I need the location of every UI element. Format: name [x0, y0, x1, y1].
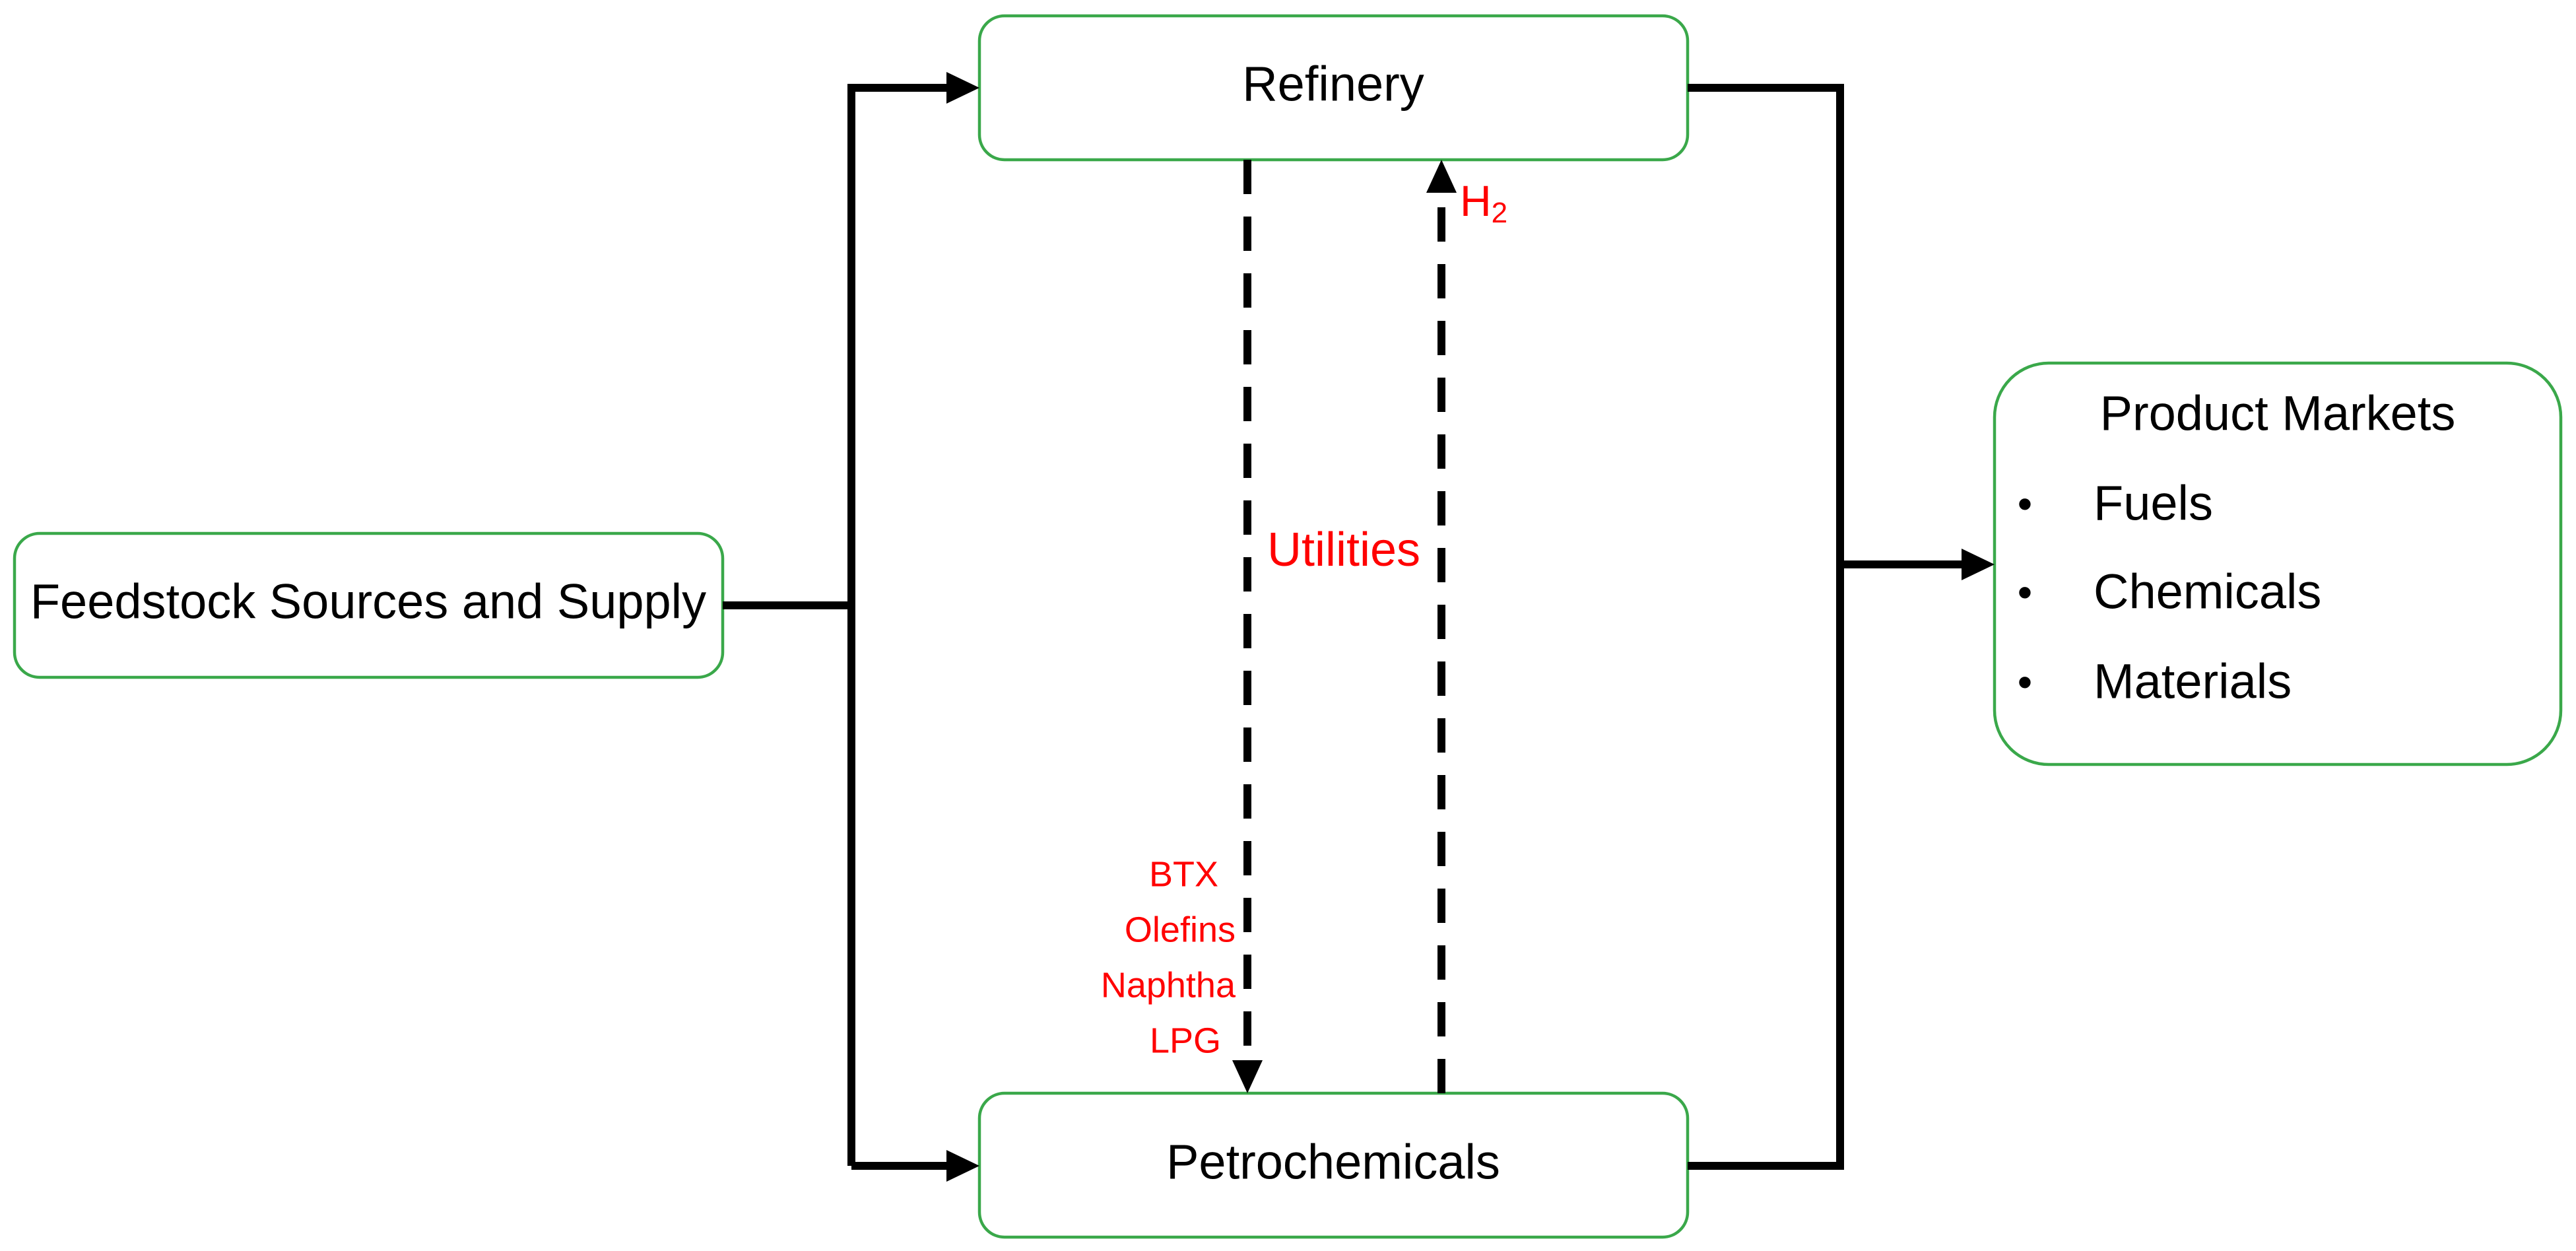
bullet-marker: •: [2018, 480, 2032, 527]
petrochemicals-to-refinery-flow: [1426, 160, 1457, 1093]
utilities-label: Utilities: [1267, 524, 1420, 576]
streams-arrowhead: [1232, 1060, 1263, 1093]
refinery-inlet-arrowhead: [946, 72, 979, 104]
refinery-node: Refinery: [977, 14, 1690, 162]
bullet-marker: •: [2018, 568, 2032, 616]
hydrogen-subscript: 2: [1492, 197, 1507, 229]
market-inlet-arrowhead: [1962, 549, 1995, 580]
petrochemicals-inlet-arrowhead: [946, 1150, 979, 1182]
market-item-chemicals: Chemicals: [2094, 564, 2321, 619]
refinery-to-petrochemicals-flow: [1232, 160, 1263, 1093]
utilities-label-background: [1255, 522, 1432, 582]
bullet-marker: •: [2018, 658, 2032, 706]
refinery-label: Refinery: [1242, 57, 1424, 112]
product-markets-box: [1993, 361, 2563, 766]
market-item-materials: Materials: [2094, 654, 2292, 709]
product-markets-node: Product Markets • Fuels • Chemicals • Ma…: [1993, 361, 2563, 766]
refinery-outlet-line: [1688, 84, 1844, 1170]
hydrogen-symbol: H: [1460, 176, 1492, 225]
petrochemicals-node: Petrochemicals: [977, 1091, 1690, 1239]
stream-label-btx: BTX: [1149, 854, 1218, 894]
feedstock-connectors: [723, 72, 979, 1182]
hydrogen-arrowhead: [1426, 160, 1457, 193]
market-item-fuels: Fuels: [2094, 476, 2213, 531]
feedstock-label: Feedstock Sources and Supply: [30, 574, 706, 629]
hydrogen-label: H2: [1460, 176, 1507, 229]
product-markets-title: Product Markets: [2100, 386, 2456, 441]
stream-label-olefins: Olefins: [1125, 910, 1236, 949]
supply-to-refinery-line: [847, 84, 950, 1166]
market-connectors: [1688, 84, 1995, 1170]
feedstock-node: Feedstock Sources and Supply: [13, 531, 725, 679]
stream-label-naphtha: Naphtha: [1101, 965, 1236, 1005]
petrochemicals-label: Petrochemicals: [1166, 1135, 1500, 1190]
stream-label-lpg: LPG: [1150, 1021, 1221, 1060]
